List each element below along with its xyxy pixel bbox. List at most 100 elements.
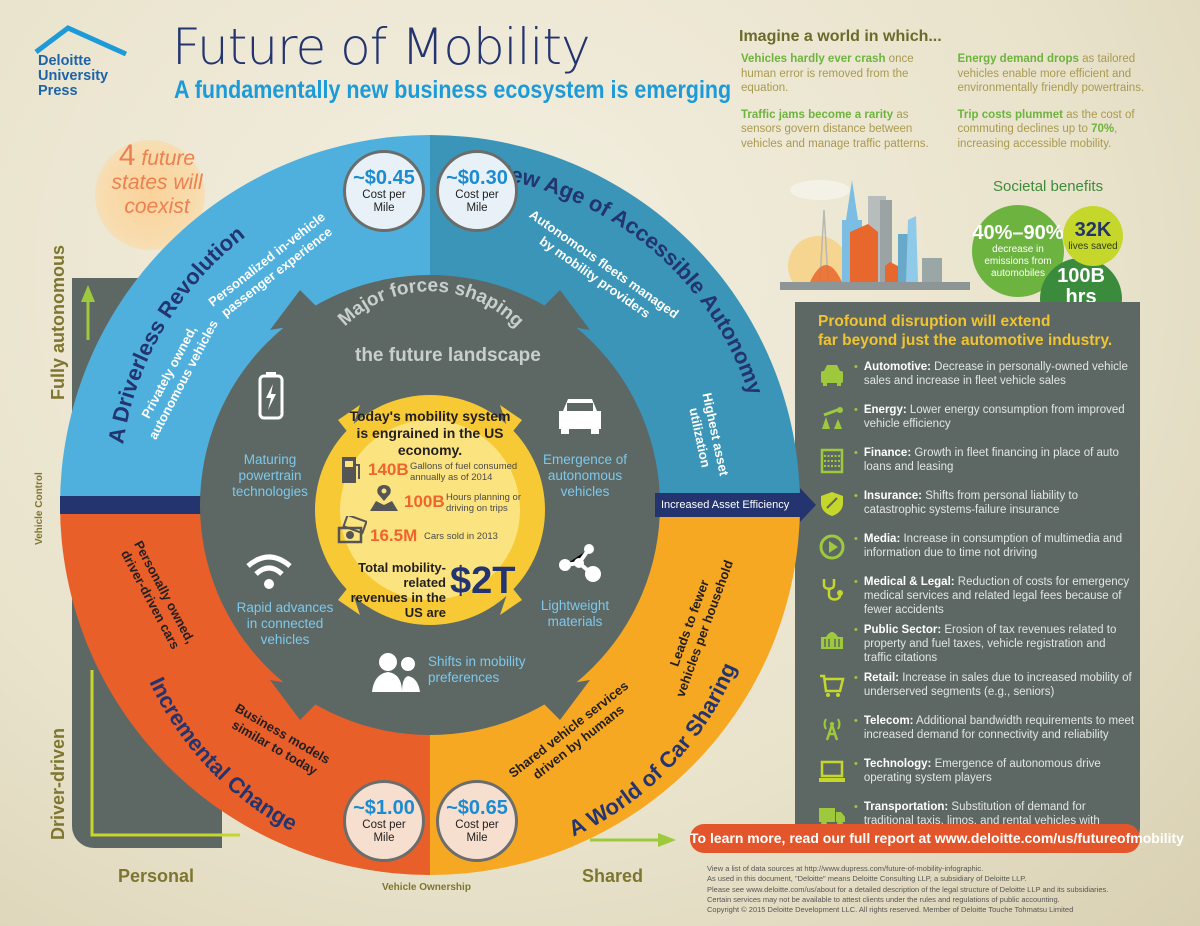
axis-label-fully-autonomous: Fully autonomous [48, 245, 68, 400]
quadrant-title-carsharing: A World of Car Sharing [565, 659, 742, 841]
forces-title-line1: Major forces shaping [334, 275, 528, 332]
laptop-icon [819, 760, 845, 782]
footnotes: View a list of data sources at http://ww… [707, 864, 1108, 915]
fuel-pump-icon [342, 457, 360, 483]
lives-saved-bubble: 32K lives saved [1063, 206, 1123, 266]
bullet: • [854, 404, 858, 416]
industry-list: • Automotive: Decrease in personally-own… [818, 360, 1136, 848]
disruption-title: Profound disruption will extend far beyo… [818, 313, 1113, 349]
forces-title-line2: the future landscape [355, 345, 541, 366]
logo-line: University [38, 68, 109, 84]
axis-label-personal: Personal [118, 866, 195, 886]
car-front-icon [559, 399, 601, 434]
force-connected-vehicles: Rapid advances in connected vehicles [236, 600, 334, 647]
imagine-title: Imagine a world in which... [739, 28, 942, 45]
bullet: • [854, 715, 858, 727]
industry-item-public-sector: • Public Sector: Erosion of tax revenues… [818, 623, 1136, 665]
roof-icon [34, 25, 128, 56]
people-icon [372, 653, 420, 692]
bullet: • [854, 361, 858, 373]
bullet: • [854, 801, 858, 813]
bullet: • [854, 672, 858, 684]
battery-icon [258, 372, 284, 420]
car-icon [821, 365, 843, 386]
stat-hours-value: 100B [404, 492, 445, 511]
industry-item-energy: • Energy: Lower energy consumption from … [818, 403, 1136, 440]
industry-item-media: • Media: Increase in consumption of mult… [818, 532, 1136, 569]
disruption-panel [795, 302, 1140, 850]
deloitte-university-press-logo: Deloitte University Press [34, 24, 128, 99]
play-icon [819, 534, 845, 560]
cost-bubble-driverless: ~$0.45 Cost per Mile [343, 150, 425, 232]
page-subtitle: A fundamentally new business ecosystem i… [174, 76, 732, 104]
cost-bubble-incremental: ~$1.00 Cost per Mile [343, 780, 425, 862]
page-title: Future of Mobility [172, 18, 591, 76]
industry-item-insurance: • Insurance: Shifts from personal liabil… [818, 489, 1136, 526]
arrow-head-icon [800, 488, 816, 522]
full-report-link[interactable]: To learn more, read our full report at w… [690, 824, 1184, 853]
bullet: • [854, 533, 858, 545]
footnote-line: Copyright © 2015 Deloitte Development LL… [707, 905, 1074, 915]
antenna-icon [823, 718, 841, 741]
revenue-value: $2T [450, 560, 516, 602]
imagine-item: Energy demand drops as tailored vehicles… [957, 53, 1145, 94]
molecule-icon [559, 544, 601, 582]
abacus-icon [820, 448, 844, 474]
imagine-item: Trip costs plummet as the cost of commut… [957, 108, 1135, 150]
industry-item-medical-legal: • Medical & Legal: Reduction of costs fo… [818, 575, 1136, 617]
industry-item-automotive: • Automotive: Decrease in personally-own… [818, 360, 1136, 397]
stat-cars-label: Cars sold in 2013 [424, 531, 498, 542]
money-icon [337, 516, 367, 544]
imagine-item: Vehicles hardly ever crash once human er… [741, 53, 914, 94]
force-autonomous-vehicles: Emergence of autonomous vehicles [542, 452, 628, 499]
bullet: • [854, 447, 858, 459]
axis-label-shared: Shared [582, 866, 644, 886]
imagine-item: Traffic jams become a rarity as sensors … [741, 108, 929, 150]
force-powertrain: Maturing powertrain technologies [232, 452, 308, 499]
industry-item-retail: • Retail: Increase in sales due to incre… [818, 671, 1136, 708]
stethoscope-icon [822, 579, 843, 601]
cost-bubble-carsharing: ~$0.65 Cost per Mile [436, 780, 518, 862]
map-pin-icon [370, 485, 398, 511]
wifi-icon [246, 554, 292, 589]
force-lightweight-materials: Lightweight materials [540, 598, 610, 629]
today-title: Today's mobility system is engrained in … [349, 408, 511, 458]
stat-fuel-label: Gallons of fuel consumed annually as of … [410, 461, 518, 483]
footnote-line: Certain services may not be available to… [707, 894, 1060, 904]
bullet: • [854, 490, 858, 502]
industry-item-telecom: • Telecom: Additional bandwidth requirem… [818, 714, 1136, 751]
logo-line: Deloitte [38, 53, 92, 69]
axis-title-vehicle-ownership: Vehicle Ownership [382, 882, 471, 893]
increased-asset-efficiency-arrow: Increased Asset Efficiency [655, 493, 805, 517]
stat-fuel-value: 140B [368, 460, 409, 479]
shield-icon [821, 492, 843, 516]
footnote-line: As used in this document, "Deloitte" mea… [707, 874, 1027, 884]
societal-benefits-title: Societal benefits [993, 178, 1104, 195]
cost-bubble-accessible: ~$0.30 Cost per Mile [436, 150, 518, 232]
city-skyline-illustration [780, 180, 970, 290]
industry-item-technology: • Technology: Emergence of autonomous dr… [818, 757, 1136, 794]
force-mobility-preferences: Shifts in mobility preferences [428, 654, 526, 685]
footnote-line: Please see www.deloitte.com/us/about for… [707, 884, 1109, 894]
stat-cars-value: 16.5M [370, 526, 418, 545]
bullet: • [854, 576, 858, 588]
future-states-callout: 4 future states will coexist [111, 139, 203, 219]
cart-icon [820, 674, 845, 697]
revenue-label: Total mobility-related revenues in the U… [350, 560, 446, 620]
logo-line: Press [38, 83, 78, 99]
footnote-line: View a list of data sources at http://ww… [707, 864, 984, 873]
bullet: • [854, 624, 858, 636]
axis-label-driver-driven: Driver-driven [48, 727, 68, 840]
bullet: • [854, 758, 858, 770]
axis-title-vehicle-control: Vehicle Control [34, 472, 45, 545]
oil-pump-icon [822, 407, 843, 429]
stat-hours-label: Hours planning or driving on trips [446, 492, 521, 514]
imagine-panel: Imagine a world in which... Vehicles har… [733, 18, 1158, 168]
industry-item-finance: • Finance: Growth in fleet financing in … [818, 446, 1136, 483]
